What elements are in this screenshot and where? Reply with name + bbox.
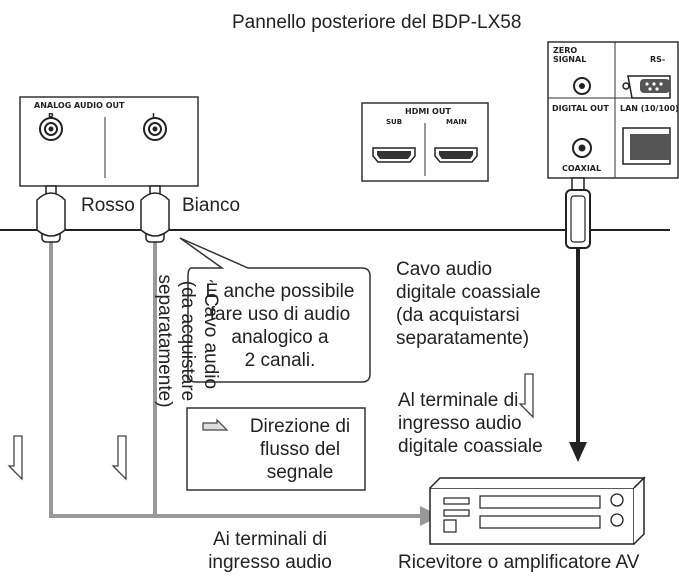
coaxial-jack [572, 138, 592, 158]
hdmi-port-main [434, 147, 478, 163]
av-receiver [429, 476, 646, 545]
coax-cable-label: Cavo audio digitale coassiale (da acquis… [396, 259, 541, 349]
rca-plug-white [140, 185, 170, 243]
analog-audio-panel [19, 96, 199, 187]
rs232-port [622, 75, 671, 99]
lan-label: LAN (10/100) [620, 104, 679, 113]
red-plug-label: Rosso [81, 195, 135, 216]
analog-cable-lines [49, 238, 420, 518]
coax-terminal-label: Al terminale di ingresso audio digitale … [398, 390, 543, 457]
legend-text: Direzione di flusso del segnale [249, 416, 351, 483]
bent-arrow-mid [111, 435, 127, 481]
note-text: È anche possibile fare uso di audio anal… [205, 281, 355, 371]
rs232-label: RS- [650, 55, 666, 64]
digital-out-label: DIGITAL OUT [552, 104, 609, 113]
lan-port [622, 127, 671, 165]
coax-plug [565, 177, 591, 249]
hdmi-sub-label: SUB [386, 118, 403, 126]
bent-arrow-right [518, 373, 534, 419]
analog-terminal-label: Ai terminali di ingresso audio [208, 529, 332, 573]
note-bubble-frame [179, 237, 371, 383]
bent-arrow-left [7, 435, 23, 481]
zero-signal-jack [573, 77, 591, 95]
hdmi-panel-title: HDMI OUT [405, 107, 451, 116]
hdmi-port-sub [372, 147, 416, 163]
channel-l-label: L [152, 112, 158, 121]
panel-title: Pannello posteriore del BDP-LX58 [232, 12, 522, 33]
hdmi-main-label: MAIN [446, 118, 467, 126]
legend-arrow-icon [202, 418, 229, 431]
analog-jack-l [143, 117, 167, 141]
white-plug-label: Bianco [182, 195, 241, 216]
receiver-label: Ricevitore o amplificatore AV [398, 552, 640, 573]
analog-jack-r [39, 117, 63, 141]
analog-panel-title: ANALOG AUDIO OUT [34, 101, 125, 110]
coaxial-label: COAXIAL [562, 164, 602, 173]
zero-signal-label: ZERO SIGNAL [553, 46, 587, 64]
coax-arrowhead [569, 442, 587, 462]
rca-plug-red [36, 185, 66, 243]
channel-r-label: R [48, 112, 55, 121]
